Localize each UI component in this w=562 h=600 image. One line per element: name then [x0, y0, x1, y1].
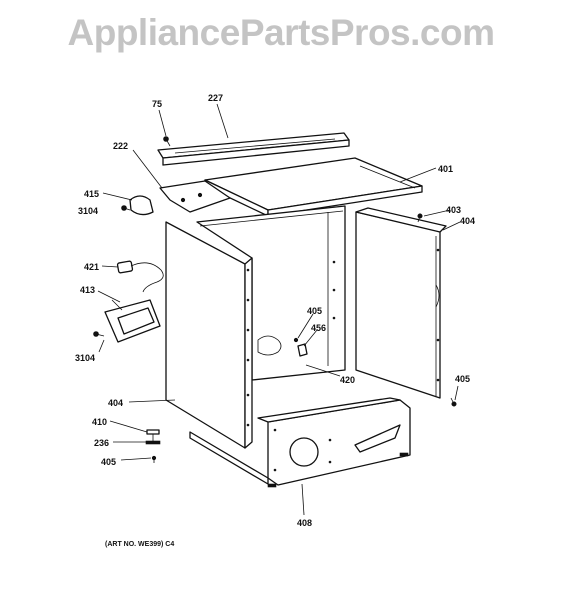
callout-401: 401	[438, 164, 453, 174]
callout-3104-lower: 3104	[75, 353, 95, 363]
part-408-base[interactable]	[257, 397, 411, 488]
part-415-clip[interactable]	[129, 195, 154, 216]
part-405-screw-middle[interactable]	[293, 337, 299, 343]
callout-236: 236	[94, 438, 109, 448]
callout-75: 75	[152, 99, 162, 109]
callout-408: 408	[297, 518, 312, 528]
callout-456: 456	[311, 323, 326, 333]
part-420-rear-panel[interactable]	[196, 205, 346, 381]
callout-labels: 75 227 222 401 415 3104 403 404 421 413 …	[75, 93, 475, 548]
callout-227: 227	[208, 93, 223, 103]
callout-415: 415	[84, 189, 99, 199]
part-401-top-panel[interactable]	[204, 157, 423, 217]
callout-222: 222	[113, 141, 128, 151]
callout-403: 403	[446, 205, 461, 215]
part-405-screw-left[interactable]	[151, 455, 157, 463]
part-410-leveling-leg[interactable]	[146, 429, 160, 442]
part-405-screw-right[interactable]	[450, 397, 457, 407]
callout-3104-upper: 3104	[78, 206, 98, 216]
part-236-foot[interactable]	[145, 440, 161, 445]
part-front-base-edge[interactable]	[189, 431, 269, 485]
part-413-terminal-block[interactable]	[104, 299, 161, 343]
part-3104-screw-upper[interactable]	[121, 205, 131, 211]
leader-lines	[97, 103, 461, 516]
callout-405-right: 405	[455, 374, 470, 384]
callout-420: 420	[340, 375, 355, 385]
part-404-right-side-panel[interactable]	[355, 207, 447, 399]
part-404-left-side-panel[interactable]	[165, 221, 253, 449]
part-227-top-rail[interactable]	[157, 132, 350, 166]
part-222-bracket[interactable]	[159, 180, 231, 213]
part-403-screw[interactable]	[417, 213, 423, 223]
part-3104-screw-lower[interactable]	[93, 331, 105, 337]
callout-404-left: 404	[108, 398, 123, 408]
callout-405-left: 405	[101, 457, 116, 467]
callout-404-right: 404	[460, 216, 475, 226]
callout-405-middle: 405	[307, 306, 322, 316]
watermark: AppliancePartsPros.com	[67, 12, 495, 53]
part-421-power-cord[interactable]	[116, 260, 164, 293]
part-75-screw[interactable]	[163, 136, 171, 147]
part-456-terminal[interactable]	[297, 343, 308, 357]
callout-410: 410	[92, 417, 107, 427]
callout-421: 421	[84, 262, 99, 272]
art-number-caption: (ART NO. WE399) C4	[105, 541, 174, 548]
callout-413: 413	[80, 285, 95, 295]
